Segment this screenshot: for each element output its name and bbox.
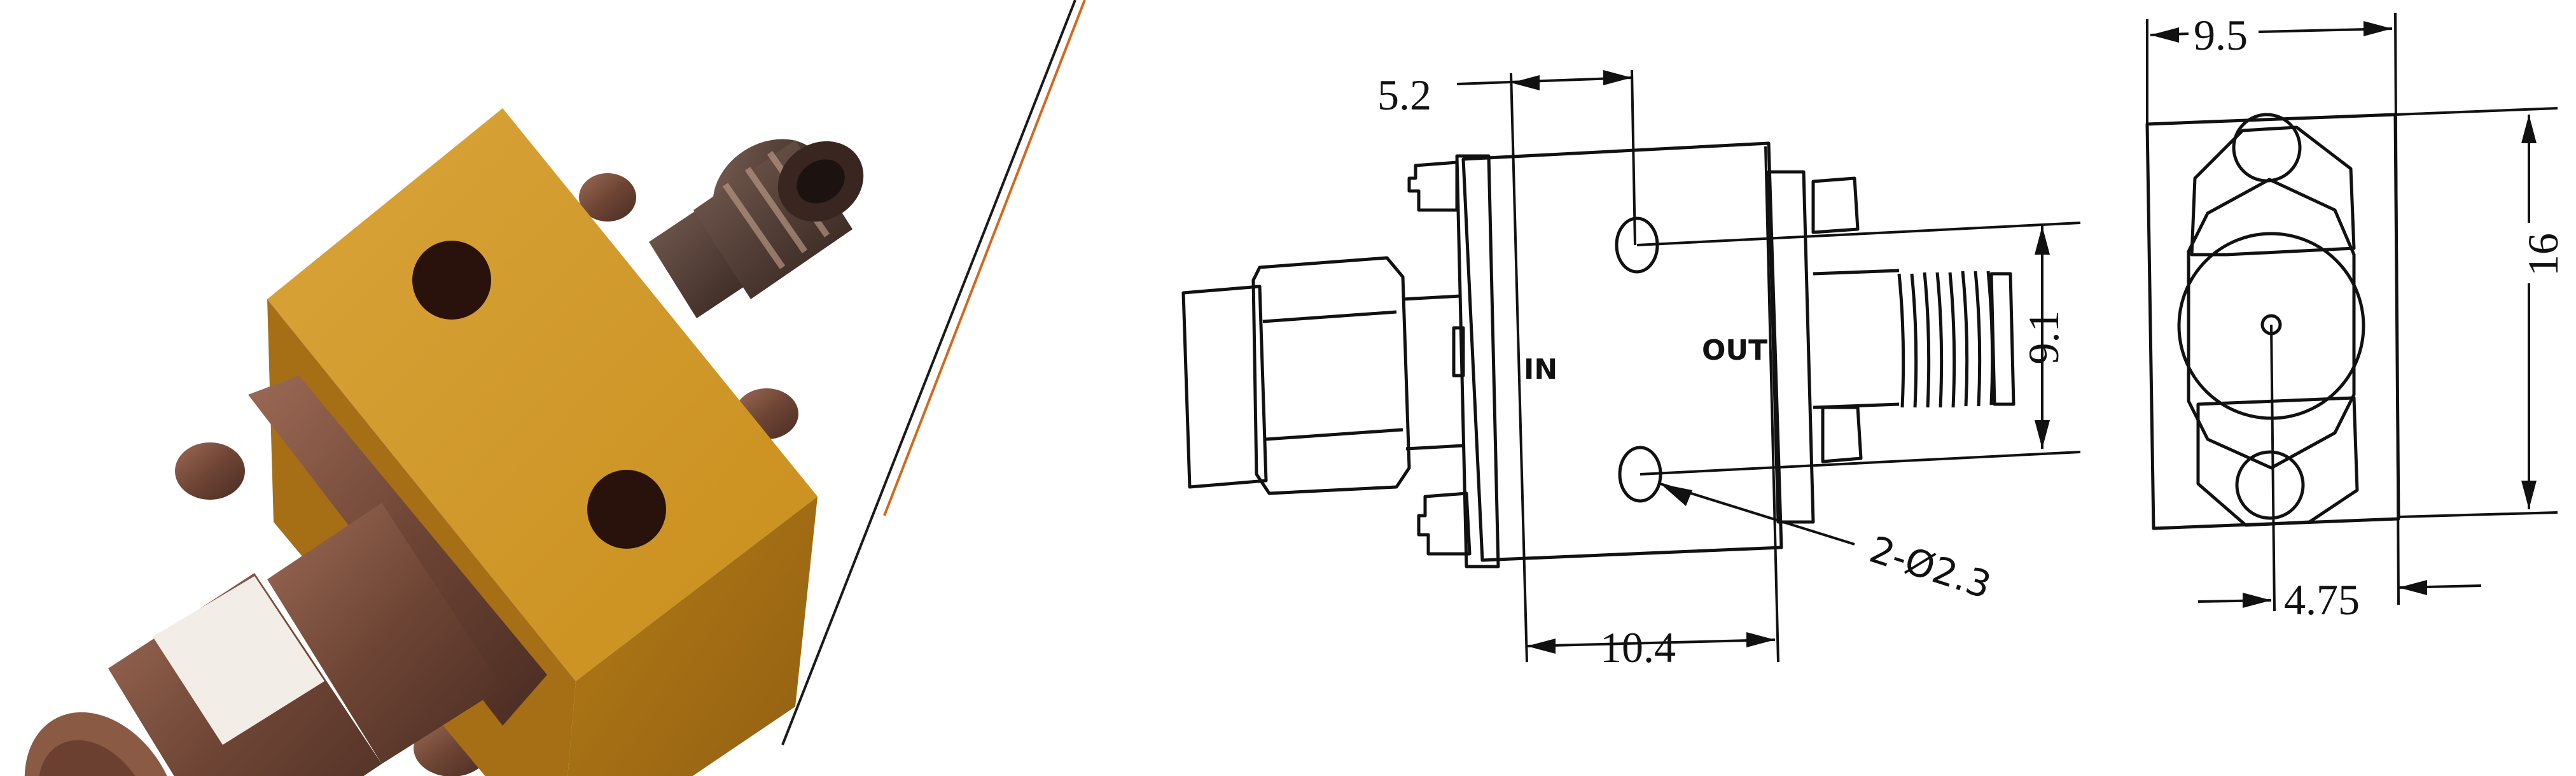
- input-connector-outline: [1181, 285, 1268, 489]
- dim-hole-spacing: 9.1: [2019, 311, 2068, 365]
- output-threads: [1897, 271, 1995, 408]
- dim-body-length: 10.4: [1600, 623, 1676, 672]
- flange-hole-top: [2232, 113, 2302, 183]
- dim-end-height: 16: [2519, 233, 2567, 276]
- input-connector-photo: [24, 503, 503, 776]
- dimension-arrows: [1511, 21, 2537, 654]
- isolator-body-outline: [1461, 141, 1783, 562]
- dim-hole-callout: 2-Ø2.3: [1865, 528, 1996, 607]
- drawing-canvas: 5.2 10.4 9.1 2-Ø2.3 IN OUT 9.5 16 4.75: [1181, 11, 2567, 672]
- product-photo-illustration: [24, 108, 864, 776]
- label-out: OUT: [1702, 334, 1767, 367]
- dimension-drawing: 5.2 10.4 9.1 2-Ø2.3 IN OUT 9.5 16 4.75: [763, 0, 2576, 776]
- dim-hole-offset: 5.2: [1377, 71, 1431, 119]
- product-photo: [0, 0, 954, 776]
- end-view: [2145, 12, 2558, 612]
- dim-end-width: 9.5: [2194, 11, 2248, 59]
- label-in: IN: [1524, 353, 1557, 386]
- side-view: [1181, 69, 2081, 663]
- flange-hole-bottom: [2235, 450, 2305, 520]
- dim-center-offset: 4.75: [2284, 575, 2360, 624]
- output-connector-photo: [649, 139, 864, 318]
